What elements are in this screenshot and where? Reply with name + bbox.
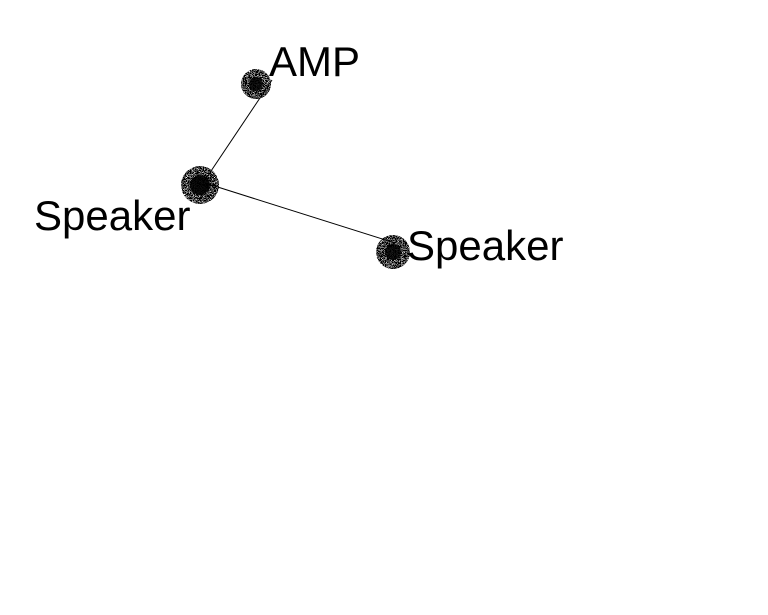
node-amp: AMP [241,38,360,99]
edge-speaker-left-to-speaker-right [204,182,396,244]
speaker-left-label: Speaker [34,192,190,239]
node-speaker-left: Speaker [34,166,219,239]
speaker-right-label: Speaker [407,222,563,269]
amp-label: AMP [269,38,360,85]
node-speaker-right: Speaker [376,222,563,269]
